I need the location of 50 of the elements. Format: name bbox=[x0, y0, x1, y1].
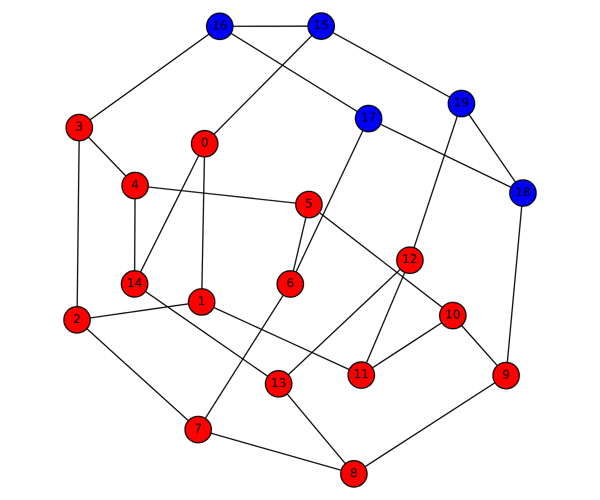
connector bbox=[214, 35, 312, 134]
connector bbox=[292, 218, 306, 271]
connector bbox=[288, 269, 400, 375]
node-circle: 2 bbox=[63, 306, 91, 334]
node-circle: 9 bbox=[492, 362, 520, 390]
connector bbox=[366, 272, 406, 364]
connector bbox=[233, 26, 308, 27]
connector bbox=[145, 291, 268, 376]
connector bbox=[140, 155, 200, 272]
connector bbox=[296, 130, 364, 272]
connector bbox=[461, 325, 498, 366]
connector bbox=[86, 328, 189, 421]
node-circle: 13 bbox=[264, 370, 292, 398]
connector bbox=[286, 394, 346, 464]
node-circle: 5 bbox=[295, 190, 323, 218]
node-circle: 7 bbox=[184, 416, 212, 444]
connector bbox=[90, 34, 210, 120]
node-circle: 10 bbox=[439, 302, 467, 330]
connector bbox=[148, 186, 296, 204]
connector bbox=[332, 32, 450, 98]
connector bbox=[134, 198, 136, 271]
node-circle: 11 bbox=[347, 361, 376, 389]
node-circle: 15 bbox=[307, 12, 336, 40]
connector bbox=[204, 295, 284, 419]
connector bbox=[372, 322, 442, 368]
node-circle: 14 bbox=[120, 270, 148, 298]
node-circle: 12 bbox=[396, 246, 424, 274]
connector bbox=[506, 206, 522, 362]
connector bbox=[414, 116, 458, 248]
node-circle: 1 bbox=[188, 288, 216, 316]
connector bbox=[319, 212, 443, 308]
node-circle: 19 bbox=[448, 90, 476, 118]
node-circle: 4 bbox=[121, 172, 149, 200]
node-circle: 17 bbox=[354, 104, 382, 132]
connector bbox=[231, 33, 358, 112]
connector bbox=[210, 432, 342, 471]
connector bbox=[201, 157, 206, 288]
connector bbox=[90, 303, 188, 319]
node-circle: 6 bbox=[276, 270, 304, 298]
node-circle: 16 bbox=[206, 12, 234, 40]
connector bbox=[468, 114, 516, 182]
connector bbox=[214, 307, 350, 370]
node-circle: 0 bbox=[190, 130, 219, 158]
node-circle: 8 bbox=[340, 460, 368, 488]
connector bbox=[88, 136, 126, 176]
connector bbox=[365, 382, 496, 467]
connector bbox=[380, 124, 512, 188]
node-circle: 18 bbox=[509, 179, 537, 207]
node-circle: 3 bbox=[65, 114, 94, 142]
connector bbox=[76, 140, 80, 306]
